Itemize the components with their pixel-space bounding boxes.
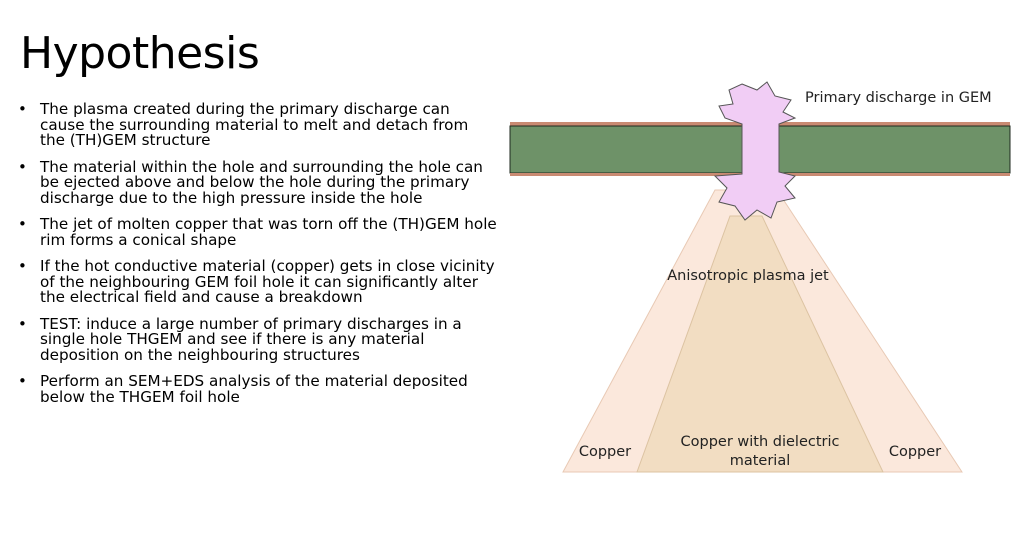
bullet-list: • The plasma created during the primary d…	[18, 100, 498, 416]
bullet-text: If the hot conductive material (copper) …	[40, 257, 495, 306]
plasma-discharge-shape	[713, 81, 797, 221]
copper-bottom-left	[510, 173, 742, 176]
gem-foil-right	[778, 122, 1011, 176]
label-copper-left: Copper	[579, 444, 631, 460]
dielectric-right	[778, 125, 1011, 174]
bullet-text: Perform an SEM+EDS analysis of the mater…	[40, 372, 468, 406]
inner-dielectric-cone	[636, 215, 884, 473]
bullet-item: • Perform an SEM+EDS analysis of the mate…	[18, 372, 498, 406]
label-mixed-line2: material	[730, 453, 791, 469]
slide-title: Hypothesis	[20, 28, 260, 79]
bullet-dot: •	[18, 257, 27, 275]
bullet-dot: •	[18, 100, 27, 118]
bullet-dot: •	[18, 157, 27, 176]
label-primary-discharge: Primary discharge in GEM	[805, 90, 992, 106]
gem-discharge-diagram: Primary discharge in GEM Anisotropic pla…	[509, 81, 1011, 473]
bullet-dot: •	[18, 314, 27, 333]
bullet-dot: •	[18, 372, 27, 390]
label-plasma-jet: Anisotropic plasma jet	[667, 268, 829, 284]
bullet-item: • The plasma created during the primary d…	[18, 100, 498, 149]
bullet-text: The plasma created during the primary di…	[40, 100, 469, 149]
copper-top-left	[510, 122, 742, 126]
copper-top-right	[779, 122, 1010, 126]
label-copper-right: Copper	[889, 444, 941, 460]
bullet-text: The material within the hole and surroun…	[40, 157, 483, 207]
bullet-item: • If the hot conductive material (copper)…	[18, 257, 498, 306]
copper-bottom-right	[779, 173, 1010, 176]
label-mixed-line1: Copper with dielectric	[681, 434, 840, 450]
bullet-item: • TEST: induce a large number of primary …	[18, 314, 498, 364]
bullet-text: The jet of molten copper that was torn o…	[40, 215, 497, 249]
bullet-item: • The jet of molten copper that was torn …	[18, 215, 498, 249]
gem-foil-left	[509, 122, 743, 176]
bullet-text: TEST: induce a large number of primary d…	[40, 314, 462, 364]
bullet-dot: •	[18, 215, 27, 233]
dielectric-left	[509, 125, 743, 174]
bullet-item: • The material within the hole and surrou…	[18, 157, 498, 207]
